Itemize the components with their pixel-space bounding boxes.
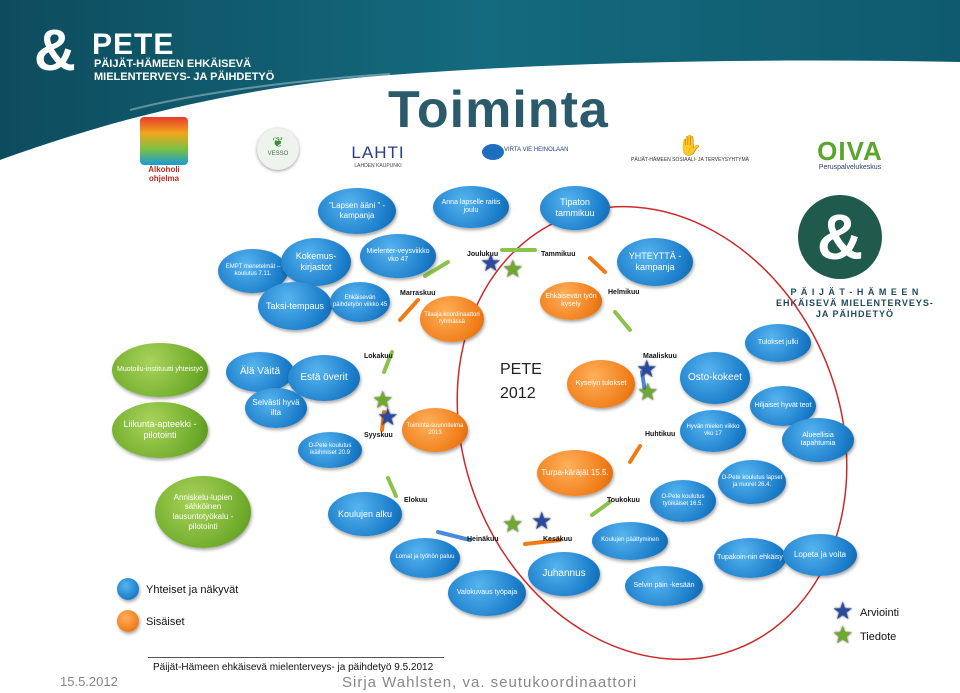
bubble-anna-lapselle: Anna lapselle raitis joulu [433,186,509,228]
bubble-esta-overit: Estä överit [288,355,360,401]
bubble-paihdetyon-viikko: Ehkäisevän päihdetyön viikko 45 [330,282,390,322]
legend-blue-dot [117,578,139,600]
month-kesakuu: Kesäkuu [543,536,573,543]
legend-arviointi-star-icon: ★ [832,598,854,625]
footer-author: Sirja Wahlsten, va. seutukoordinaattori [342,674,638,691]
bubble-kokemuskirjastot: Kokemus-kirjastot [281,238,351,286]
star-arviointi-icon: ★ [480,250,502,277]
bubble-koulujen-paattyminen: Koulujen päättyminen [592,522,668,560]
bubble-tupakointi: Tupakoin-nin ehkäisy [714,538,786,578]
brand-subtitle: PÄIJÄT-HÄMEEN EHKÄISEVÄ MIELENTERVEYS- J… [94,58,275,83]
star-arviointi-icon: ★ [636,356,658,383]
month-elokuu: Elokuu [404,497,428,504]
month-lokakuu: Lokakuu [364,353,393,360]
month-marraskuu: Marraskuu [400,290,436,297]
star-tiedote-icon: ★ [637,379,659,406]
month-helmikuu: Helmikuu [608,289,640,296]
legend-arviointi: Arviointi [860,607,900,619]
bubble-lopeta: Lopeta ja voita [783,534,857,576]
bubble-taksitempaus: Taksi-tempaus [258,282,332,330]
bubble-juhannus: Juhannus [528,552,600,596]
footer-divider [148,657,444,658]
bubble-ehkaisevan-kysely: Ehkäisevän työn kysely [540,282,602,320]
bubble-tulokset-julki: Tulokset julki [745,324,811,362]
bubble-hyvan-mielen: Hyvän mielen viikko vko 17 [680,410,746,452]
alkoholiohjelma-logo: Alkoholi ohjelma [140,117,188,183]
bubble-muotoiluinstituutti: Muotoilu-instituutti yhteistyö [112,343,208,397]
header-banner [0,0,960,160]
star-tiedote-icon: ★ [372,387,394,414]
bubble-selvin-pain: Selvin päin -kesään [625,566,703,606]
month-toukokuu: Toukokuu [607,497,640,504]
month-huhtikuu: Huhtikuu [645,431,676,438]
bubble-alueellisia: Alueellisia tapahtumia [782,418,854,462]
virta-logo: VIRTA VIE HEINOLAAN [482,142,578,166]
footer-caption: Päijät-Hämeen ehkäisevä mielenterveys- j… [153,662,434,673]
bubble-ala-vaita: Älä Väitä [226,352,294,392]
bubble-ostokeet: Osto-kokeet [680,352,750,404]
bubble-valokuvaus: Valokuvaus työpaja [448,570,526,616]
bubble-turpakarajat: Turpa-käräjät 15.5. [537,450,613,496]
bubble-koulujen-alku: Koulujen alku [328,492,402,536]
lahti-logo: LAHTI LAHDEN KAUPUNKI [351,143,405,169]
brand-name: PETE [92,28,175,61]
bubble-mielenterveysviikko: Mielenter-veysviikko vko 47 [360,234,436,278]
bubble-tipaton: Tipaton tammikuu [540,186,610,230]
pk-brand-text: P Ä I J Ä T - H Ä M E E N EHKÄISEVÄ MIEL… [776,287,934,319]
ssh-logo: ✋ PÄIJÄT-HÄMEEN SOSIAALI- JA TERVEYSYHTY… [631,135,749,163]
pete-logo-icon: & [34,18,76,83]
month-joulukuu: Joulukuu [467,251,499,258]
month-syyskuu: Syyskuu [364,432,393,439]
oiva-logo: OIVA Peruspalvelukeskus [817,136,883,171]
legend-tiedote: Tiedote [860,631,897,643]
footer-date: 15.5.2012 [60,674,118,689]
bubble-kyselyn-tulokset: Kyselyn tulokset [567,360,635,408]
bubble-anniskelu: Anniskelu-lupien sähköinen lausuntotyöka… [155,476,251,548]
month-tammikuu: Tammikuu [541,251,576,258]
legend-tiedote-star-icon: ★ [832,622,854,649]
page-title: Toiminta [388,81,609,139]
bubble-lapsen-aani: ”Lapsen ääni ” -kampanja [318,188,396,234]
legend-yhteiset: Yhteiset ja näkyvät [146,584,239,596]
legend-orange-dot [117,610,139,632]
star-arviointi-icon: ★ [531,508,553,535]
center-label: PETE 2012 [500,361,542,402]
bubble-opete-lapset: O-Pete koulutus lapset ja nuoret 26.4. [718,460,786,504]
bubble-liikunta: Liikunta-apteekki - pilotointi [112,402,208,458]
bubble-selvasti: Selvästi hyvä ilta [245,388,307,428]
bubble-opete-tyoikaiset: O-Pete koulutus työikäiset 16.5. [650,480,716,522]
bubble-tilaaja: Tilaaja koordinaattori ryhmässä [420,296,484,342]
bubble-toimintasuunnitelma: Toiminta-suunnitelma 2013 [402,408,468,452]
bubble-lomat: Lomat ja työhön paluu [390,538,460,578]
month-maaliskuu: Maaliskuu [643,353,677,360]
month-arrows [380,248,647,546]
star-arviointi-icon: ★ [377,404,399,431]
star-tiedote-icon: ★ [502,256,524,283]
month-heinakuu: Heinäkuu [467,536,499,543]
star-tiedote-icon: ★ [502,511,524,538]
legend-sisaiset: Sisäiset [146,616,185,628]
vesso-logo: ❦ VESSO [257,128,299,170]
bubble-opete-ikaihmiset: O-Pete koulutus ikäihmiset 20.9 [298,432,362,468]
bubble-yhteytta: YHTEYTTÄ -kampanja [617,238,693,286]
pk-brand-logo-icon: & [798,195,882,279]
